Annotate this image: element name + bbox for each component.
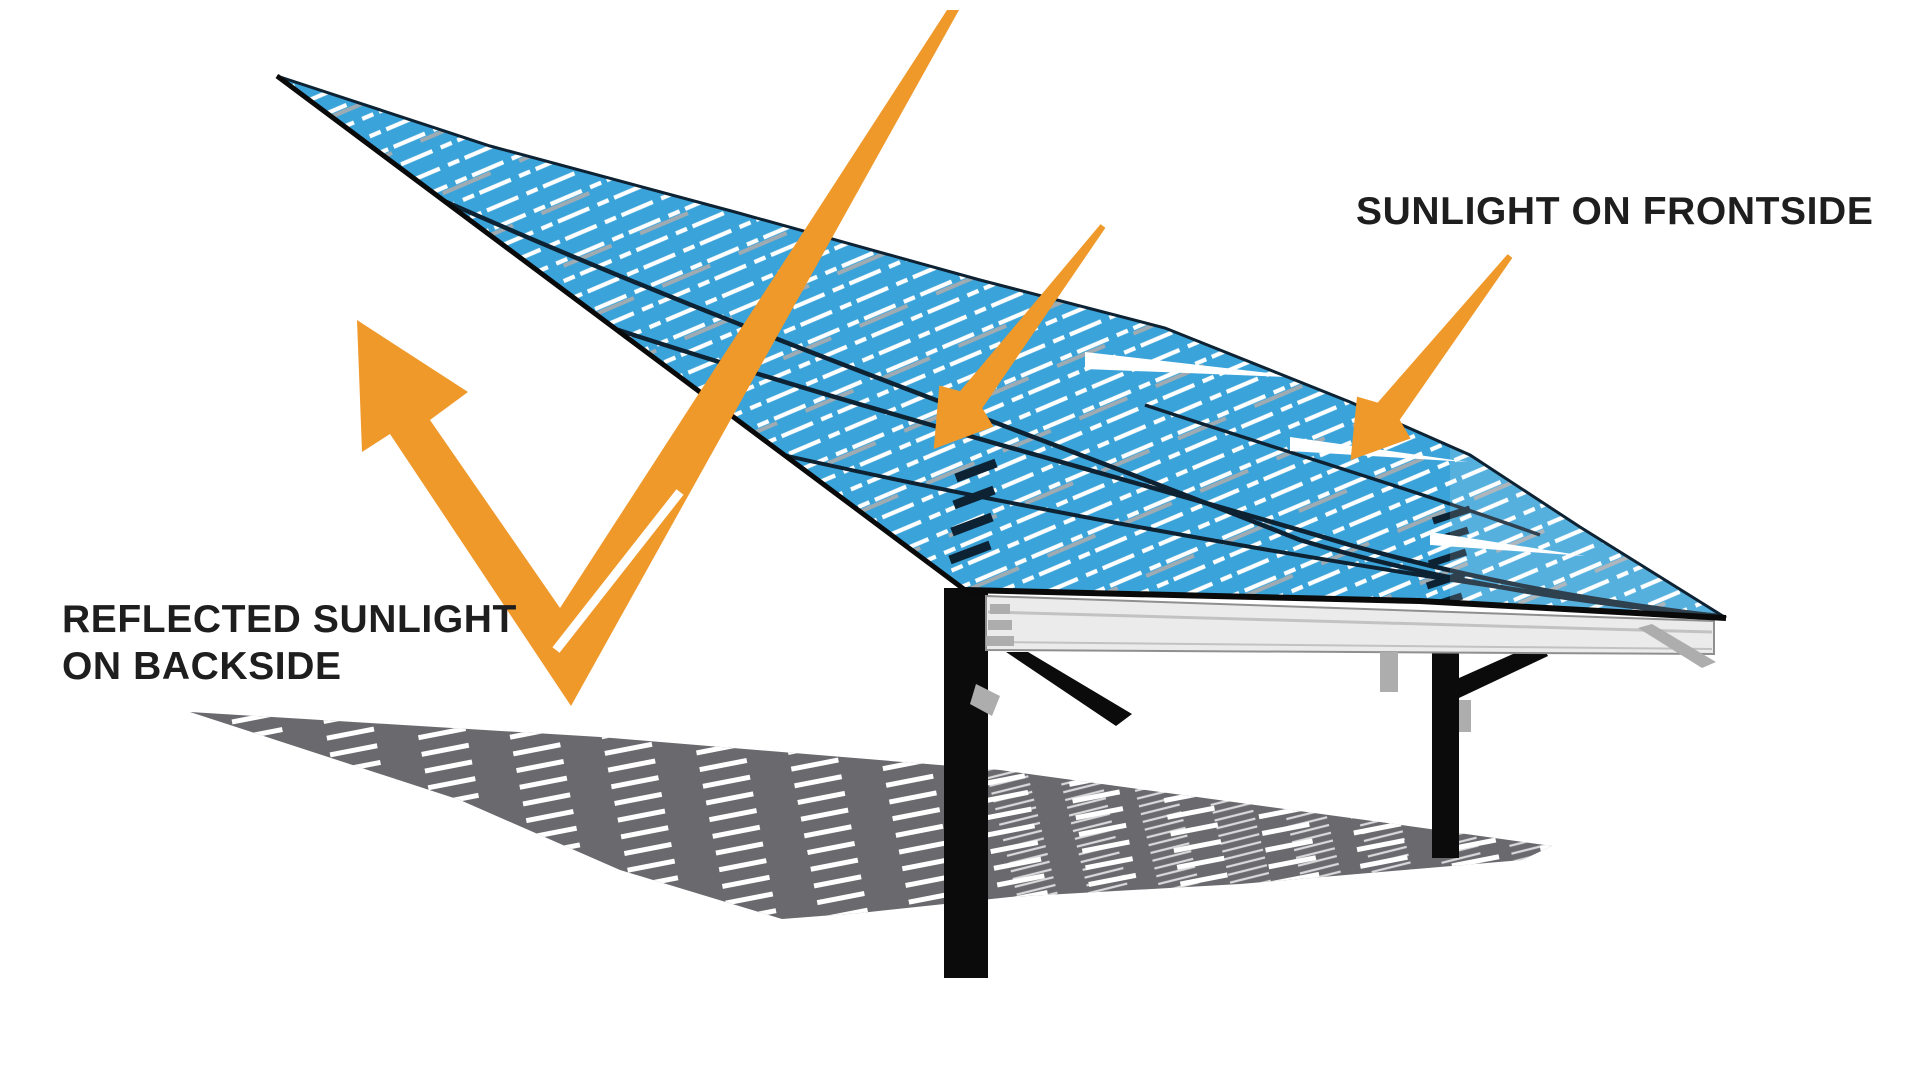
right-end-brace: [1638, 624, 1716, 668]
panel-row-gap-1: [1085, 352, 1312, 378]
beam-step-bracket-2: [988, 620, 1012, 630]
panel-front-edge: [964, 587, 1727, 621]
ground-shadow: [190, 712, 1552, 919]
panel-top-edge: [276, 74, 1727, 620]
right-post: [1432, 642, 1459, 858]
beam-step-bracket-1: [990, 604, 1010, 614]
panel-row-gap-3: [1430, 532, 1585, 556]
sunlight-arrows: [357, 10, 1513, 706]
right-knee-brace: [1459, 642, 1548, 698]
left-knee-brace: [1006, 652, 1132, 726]
frontside-label: SUNLIGHT ON FRONTSIDE: [1356, 188, 1873, 235]
backside-label-line1: REFLECTED SUNLIGHT: [62, 598, 517, 641]
panel-left-edge: [275, 73, 967, 593]
left-post-bracket: [970, 684, 1000, 716]
left-post: [944, 588, 988, 978]
sunlight-arrow-center: [933, 224, 1106, 450]
mounting-structure: [944, 588, 1716, 978]
beam-lower-line: [987, 641, 1713, 650]
torque-beam: [985, 594, 1715, 656]
panel-dark-dash-column-left: [948, 458, 998, 565]
right-post-bracket: [1459, 700, 1471, 732]
panel-row-separator-4: [1144, 403, 1541, 537]
reflected-arrow-split-highlight: [552, 489, 684, 653]
sunlight-arrow-right: [1350, 254, 1513, 461]
panel-row-separator-3: [704, 435, 1721, 618]
backside-label-line2: ON BACKSIDE: [62, 645, 342, 688]
ground-shadow-fine-hatch: [985, 762, 1552, 899]
beam-step-bracket-3: [986, 636, 1014, 646]
mid-beam-bracket: [1380, 652, 1398, 692]
backside-label: REFLECTED SUNLIGHT ON BACKSIDE: [62, 596, 517, 690]
beam-ridge-line: [987, 610, 1713, 634]
ground-shadow-hatch: [190, 712, 1552, 919]
frontside-label-text: SUNLIGHT ON FRONTSIDE: [1356, 190, 1874, 233]
